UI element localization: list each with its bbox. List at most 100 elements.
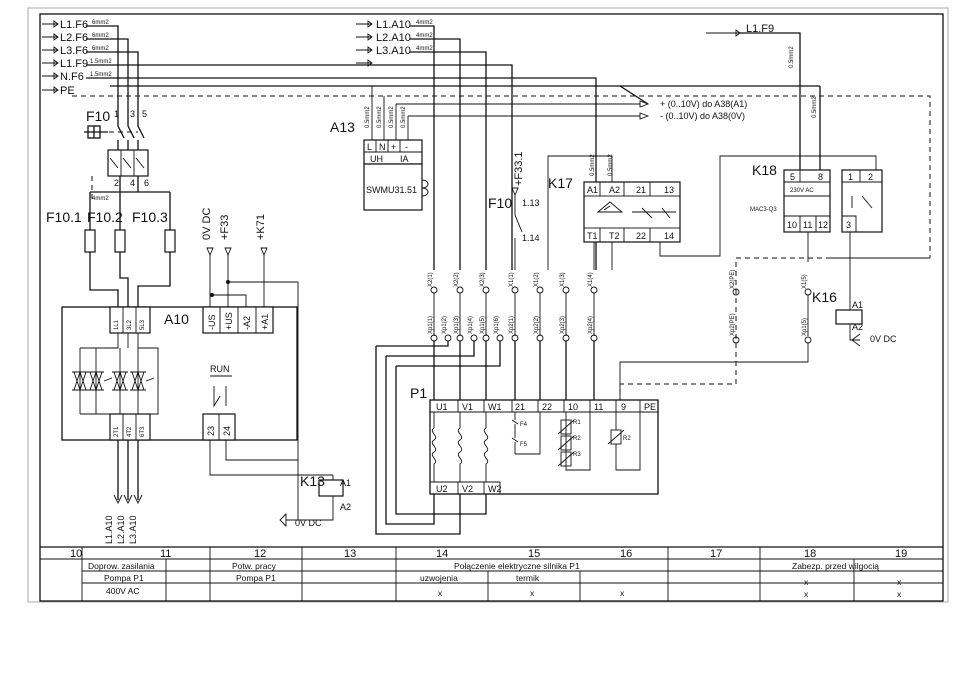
mark-5: x: [897, 577, 902, 587]
col-num-19: 19: [895, 548, 907, 560]
feed-size-4: 1.5mm2: [90, 72, 112, 78]
relay-k16: K16 A1 A2 0V DC: [812, 289, 897, 347]
out-label-1: L1.A10: [104, 515, 114, 544]
col-num-17: 17: [710, 548, 722, 560]
p1-t-10: 10: [568, 402, 578, 412]
soft-starter-a10: 1L1 3L2 5L3 A10 -US +US -A2 +A1 RUN 2T1 …: [61, 306, 298, 441]
feed-size-2: 6mm2: [92, 46, 109, 52]
fuse-f10-1: [84, 229, 96, 253]
mid-feed-0: L1.A10: [376, 19, 411, 31]
xp-label-0: Xp1(1): [428, 316, 434, 334]
relay-k17: K17 0.5mm2 0.5mm2 A1 A2 21 13 T1 T2 22 1…: [547, 150, 877, 270]
a13-term-n: N: [379, 142, 386, 152]
p1-t-u1: U1: [436, 402, 448, 412]
xp-label-2: Xp1(3): [454, 316, 460, 334]
f10-aux-contact: +F33.1 F10 1.13 1.14: [488, 151, 540, 270]
k18-11: 11: [803, 220, 812, 230]
a13-type: SWMU31.51: [366, 185, 417, 195]
feed-label-0: L1.F6: [60, 19, 88, 31]
c2-row1: Potw. pracy: [232, 561, 277, 571]
p1-t-21: 21: [515, 402, 525, 412]
f10-aux-t2: 1.14: [522, 233, 540, 243]
sig-0vdc: 0V DC: [201, 208, 213, 240]
xp-label-11: Xp1(5): [802, 318, 808, 336]
c3-sub-b: termik: [516, 573, 540, 583]
col-num-14: 14: [436, 548, 448, 560]
f10-term-3: 3: [130, 109, 135, 119]
a10-ctl-4: +A1: [260, 314, 270, 330]
f10-term-1: 1: [114, 109, 119, 119]
feed-label-5: PE: [60, 85, 75, 97]
a10-in-3: 5L3: [140, 319, 146, 330]
k17-t2: T2: [609, 231, 620, 241]
col-num-10: 10: [70, 548, 82, 560]
k16-a2: A2: [852, 322, 863, 332]
col-num-18: 18: [804, 548, 816, 560]
a13-term-minus: -: [405, 142, 408, 152]
title-block: 10 11 12 13 14 15 16 17 18 19 Doprow. za…: [40, 546, 943, 601]
a13-label: A13: [330, 119, 355, 135]
k13-ref: 0V DC: [295, 518, 322, 528]
p1-b-w2: W2: [488, 484, 502, 494]
p1-part-r2b: R2: [623, 436, 631, 442]
k16-ref: 0V DC: [870, 334, 897, 344]
f10-term-2: 2: [114, 178, 119, 188]
a13-out-1: + (0..10V) do A38(A1): [660, 99, 747, 109]
k16-label: K16: [812, 289, 837, 305]
p1-t-22: 22: [542, 402, 552, 412]
p1-t-11: 11: [594, 402, 603, 412]
f10-aux-t1: 1.13: [522, 198, 540, 208]
col-num-16: 16: [620, 548, 632, 560]
motor-p1: P1 U1 V1 W1 21 22 10 11 9 PE U2 V2 W2 F4…: [410, 385, 659, 495]
a13-size-1: 0.5mm2: [365, 106, 371, 128]
p1-part-f5: F5: [520, 442, 528, 448]
a13-term-l: L: [367, 142, 372, 152]
fuses-group: F10.1 F10.2 F10.3: [46, 176, 176, 308]
mid-size-0: 4mm2: [416, 20, 433, 26]
a10-outputs: L1.A10 L2.A10 L3.A10: [104, 440, 333, 544]
p1-part-r1: R1: [573, 420, 581, 426]
k17-size-2: 0.5mm2: [608, 154, 614, 176]
mid-feed-1: L2.A10: [376, 32, 411, 44]
x-label-4: X1(2): [534, 272, 540, 287]
motor-supply-loops: [375, 341, 595, 535]
a10-ctl-2: +US: [224, 312, 234, 330]
col-num-13: 13: [344, 548, 356, 560]
x-label-2: X2(3): [480, 272, 486, 287]
feed-size-0: 6mm2: [92, 20, 109, 26]
right-feed-label: L1.F9: [746, 23, 774, 35]
a13-term-plus: +: [391, 142, 396, 152]
xp-label-5: Xp1(6): [494, 316, 500, 334]
mark-2: x: [530, 588, 535, 598]
a13-size-4: 0.5mm2: [401, 106, 407, 128]
p1-t-pe: PE: [644, 402, 656, 412]
feed-label-4: N.F6: [60, 71, 84, 83]
fuse-label-1: F10.1: [46, 209, 82, 225]
mark-6: x: [804, 589, 809, 599]
xp-label-4: Xp1(5): [480, 316, 486, 334]
a10-out-1: 2T1: [114, 426, 120, 437]
xp-label-10: Xp2(PE): [730, 313, 736, 336]
c2-row2: Pompa P1: [236, 573, 276, 583]
k13-a1: A1: [340, 478, 351, 488]
a13-out-2: - (0..10V) do A38(0V): [660, 111, 745, 121]
xp-label-9: Xp2(4): [588, 316, 594, 334]
p1-t-v1: V1: [462, 402, 473, 412]
sig-k71: +K71: [255, 214, 267, 240]
p1-t-w1: W1: [488, 402, 502, 412]
col-num-11: 11: [160, 548, 171, 560]
mid-size-1: 4mm2: [416, 33, 433, 39]
a10-in-2: 3L2: [127, 319, 133, 330]
xp-label-7: Xp2(2): [534, 316, 540, 334]
fuse-f10-3: [164, 229, 176, 253]
k18-12: 12: [818, 220, 828, 230]
k17-21: 21: [636, 185, 646, 195]
a10-label: A10: [164, 311, 189, 327]
a10-ctl-3: -A2: [242, 316, 252, 330]
k18-8: 8: [818, 172, 823, 182]
mid-feed-2: L3.A10: [376, 45, 411, 57]
k18-label: K18: [752, 162, 777, 178]
fuse-label-3: F10.3: [132, 209, 168, 225]
relay-k18: K18 5 8 230V AC MAC3-Q3 10 11 12 1 2 3: [736, 162, 930, 290]
